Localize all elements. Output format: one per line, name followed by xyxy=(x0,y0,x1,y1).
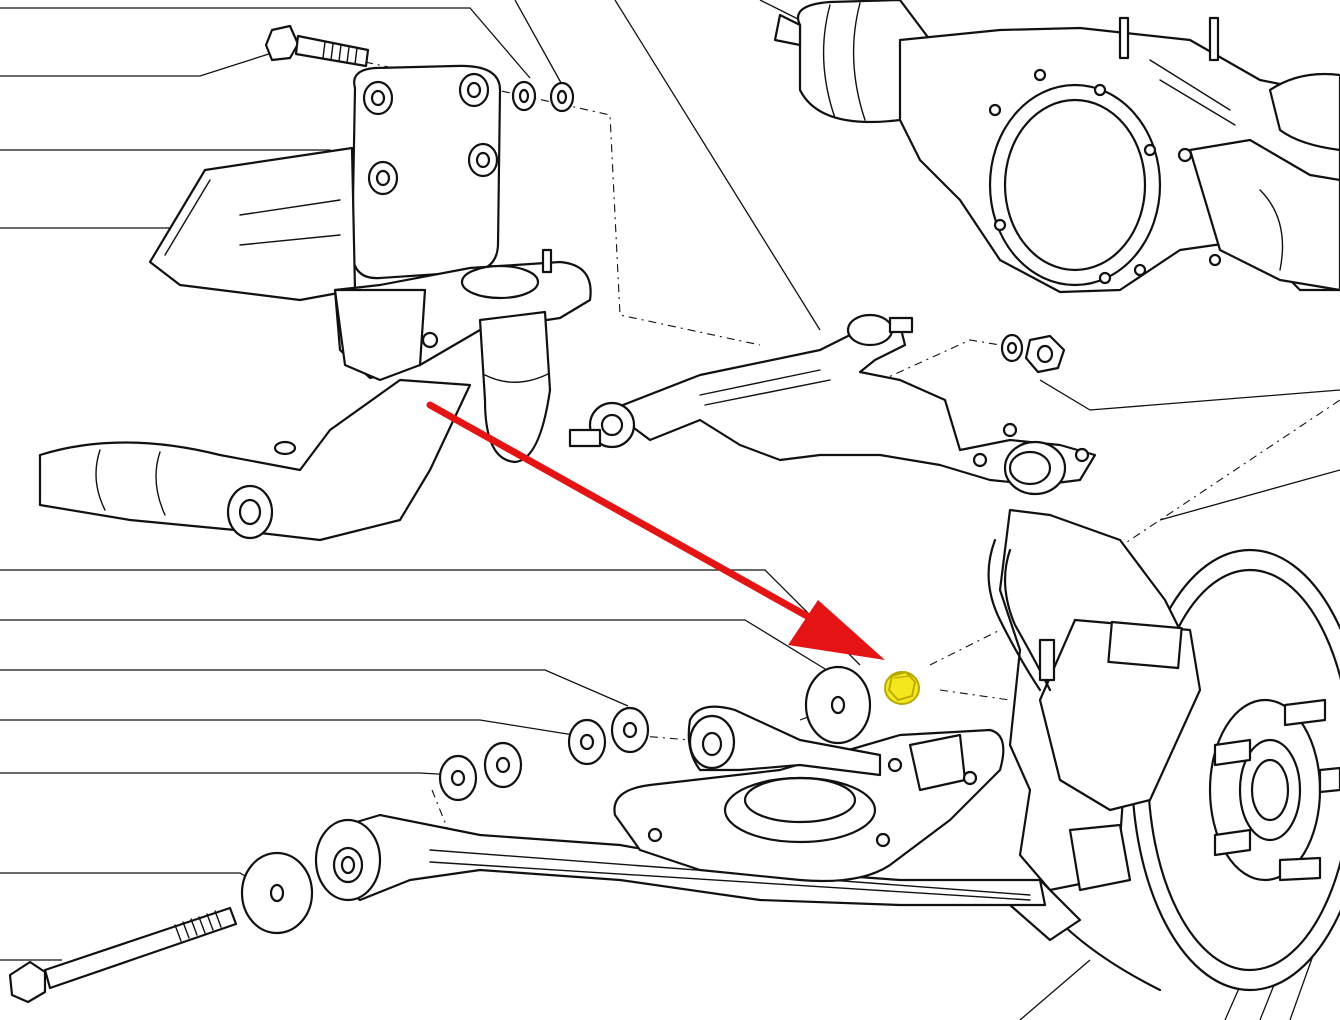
spring-tower xyxy=(333,248,592,464)
centerline xyxy=(1099,399,1340,561)
subframe xyxy=(38,378,472,542)
leader-line xyxy=(514,0,566,91)
leader-line xyxy=(0,7,531,79)
centerline xyxy=(939,689,1011,701)
leader-line xyxy=(759,0,801,21)
leader-line xyxy=(0,51,276,77)
leader-line xyxy=(0,669,629,707)
long-bolt xyxy=(8,906,238,1004)
centerline xyxy=(859,339,1001,391)
leader-line xyxy=(1019,959,1091,1020)
wheel-hub-assembly xyxy=(987,508,1340,992)
leader-line xyxy=(0,872,253,881)
leader-line xyxy=(614,0,821,331)
heat-shield xyxy=(148,146,357,302)
leader-line xyxy=(1159,469,1340,521)
red-arrow-icon xyxy=(426,401,885,660)
differential-housing xyxy=(773,0,1340,294)
lateral-link xyxy=(687,705,882,777)
flange-nut-icon xyxy=(884,670,920,705)
mounting-bracket xyxy=(350,64,502,280)
leader-line xyxy=(0,619,831,673)
upper-control-arm xyxy=(568,313,1097,496)
lower-washers xyxy=(240,665,872,935)
leader-line xyxy=(0,772,456,776)
centerline xyxy=(929,629,1001,666)
upper-washers xyxy=(511,80,575,113)
spring-pan xyxy=(613,728,1005,883)
upper-bolt xyxy=(264,24,370,68)
upper-arm-nut xyxy=(1000,333,1066,374)
leader-line xyxy=(0,569,861,666)
leader-line xyxy=(0,719,581,737)
leader-line xyxy=(0,227,186,246)
leader-line xyxy=(1039,379,1340,411)
